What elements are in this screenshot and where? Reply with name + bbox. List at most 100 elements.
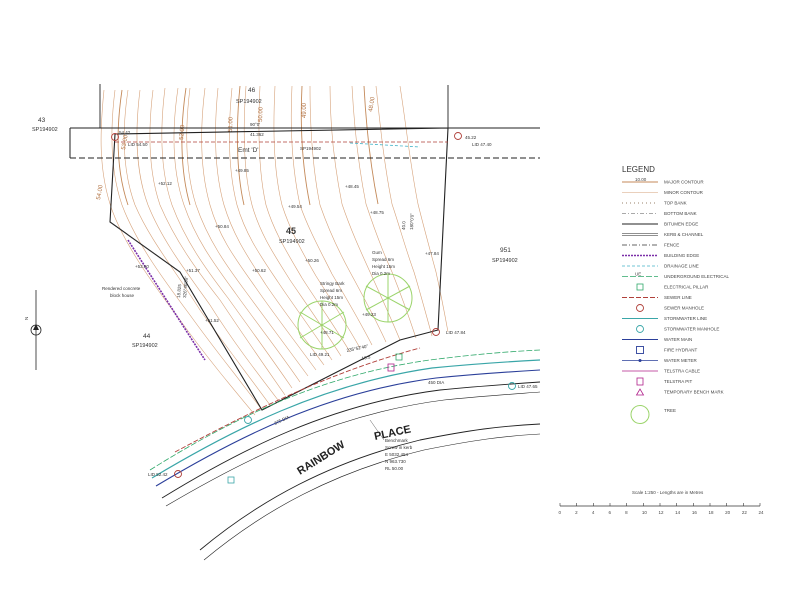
svg-text:Height 15m: Height 15m [320, 295, 343, 300]
lot-plan: SP194902 [492, 258, 518, 264]
legend-label: TELSTRA CABLE [664, 369, 700, 374]
lot-plan: SP194902 [279, 239, 305, 245]
front-distance: 10.5 [361, 354, 371, 361]
svg-text:Dia 0.2m: Dia 0.2m [320, 302, 338, 307]
legend-symbol [635, 388, 645, 396]
scale-tick-label: 12 [659, 510, 665, 515]
legend-label: SEWER MANHOLE [664, 306, 704, 311]
legend-sample-text: 10.00 [635, 177, 647, 182]
legend-item: STORMWATER LINE [622, 316, 707, 321]
legend-label: SEWER LINE [664, 295, 692, 300]
scale-tick-label: 6 [609, 510, 612, 515]
legend-label: ELECTRICAL PILLAR [664, 285, 709, 290]
bearings: 90°0' 41.362 180°0'0" 40.0 326°40'30" 18… [176, 122, 415, 361]
legend-label: BITUMEN EDGE [664, 222, 698, 227]
scale-caption: Scale 1:250 - Lengths are in Metres [632, 490, 704, 495]
legend-item: TEMPORARY BENCH MARK [635, 388, 724, 396]
legend-item: BUILDING EDGE [622, 253, 699, 258]
right-distance: 40.0 [401, 221, 406, 230]
scale-tick-label: 4 [592, 510, 595, 515]
legend-item: ELECTRICAL PILLAR [636, 283, 709, 291]
house-note: Rendered concrete block house [102, 286, 141, 298]
building-edge [127, 239, 206, 361]
level-label: LID 47.65 [518, 384, 538, 389]
major-contours [117, 85, 379, 206]
legend-item: BOTTOM BANK [622, 211, 697, 216]
svg-text:Gum: Gum [372, 250, 382, 255]
sewer-manhole-icon [111, 133, 119, 141]
legend-label: WATER METER [664, 358, 697, 363]
scale-tick-label: 22 [742, 510, 748, 515]
north-arrow-icon: N [24, 290, 42, 370]
top-distance: 41.362 [250, 132, 264, 137]
stormwater-size-label: 375 DIA [273, 415, 290, 426]
level-label: 45.22 [465, 135, 477, 140]
scale-tick-label: 14 [675, 510, 681, 515]
legend-symbol [636, 377, 644, 386]
spot-height: +50.26 [305, 258, 319, 263]
spot-height: +48.45 [345, 184, 359, 189]
spot-height: +51.52 [205, 318, 219, 323]
tree-gum [363, 273, 413, 323]
stormwater-manhole-icon [244, 416, 252, 424]
contour-label: 50.00 [258, 106, 265, 122]
legend-item: KERB & CHANNEL [622, 232, 704, 237]
legend-label: TREE [664, 408, 676, 413]
stormwater-pit-icon [227, 476, 235, 484]
lot-plan: SP194902 [32, 127, 58, 133]
water-main-size-label: 450 DIA [428, 380, 444, 385]
svg-text:Dia 0.2m: Dia 0.2m [372, 271, 390, 276]
legend-label: STORMWATER MANHOLE [664, 327, 719, 332]
lot-boundaries [69, 84, 540, 411]
svg-text:Benchmark: Benchmark [385, 438, 409, 443]
service-pits [111, 132, 516, 484]
legend-item: MINOR CONTOUR [622, 190, 704, 195]
legend-item: TOP BANK [622, 201, 687, 206]
spot-height: +48.75 [370, 210, 384, 215]
scale-tick-label: 0 [559, 510, 562, 515]
spot-height: +47.84 [425, 251, 439, 256]
legend-label: KERB & CHANNEL [664, 232, 704, 237]
legend-symbol [630, 405, 650, 424]
scale-tick-label: 24 [759, 510, 765, 515]
legend-label: UNDERGROUND ELECTRICAL [664, 274, 730, 279]
svg-text:Spread 6m: Spread 6m [320, 288, 342, 293]
legend-item: STORMWATER MANHOLE [636, 325, 719, 333]
legend-item: SEWER LINE [622, 295, 692, 300]
drainage-line [349, 142, 421, 148]
left-distance: 18.825 [176, 283, 182, 298]
fence-line [109, 221, 181, 273]
scale-tick-label: 2 [575, 510, 578, 515]
level-label: LID 54.50 [128, 142, 148, 147]
legend-symbol [636, 346, 644, 354]
legend-item: TELSTRA CABLE [622, 369, 700, 374]
lot-number: 951 [500, 247, 511, 254]
legend-label: BUILDING EDGE [664, 253, 699, 258]
legend-label: WATER MAIN [664, 337, 692, 342]
spot-height: +53.50 [135, 264, 149, 269]
legend-item: TELSTRA PIT [636, 377, 693, 386]
lot-number: 43 [38, 117, 46, 124]
sewer-manhole-icon [454, 132, 462, 140]
spot-height: +50.62 [252, 268, 266, 273]
spot-heights: +50.84 +49.54 +48.71 +49.23 +50.62 +51.5… [135, 168, 439, 335]
spot-height: +50.84 [215, 224, 229, 229]
spot-height: +48.71 [320, 330, 334, 335]
legend-label: TOP BANK [664, 201, 687, 206]
level-label: LID 47.40 [472, 142, 492, 147]
lot-number: 45 [286, 226, 296, 236]
svg-text:Spread 6m: Spread 6m [372, 257, 394, 262]
level-label: LID 49.21 [310, 352, 330, 357]
svg-text:Stringy Bark: Stringy Bark [320, 281, 345, 286]
legend-item: WATER METER [622, 358, 697, 363]
telstra-pit-icon [387, 363, 395, 372]
level-label: LID 47.84 [446, 330, 466, 335]
legend-label: BOTTOM BANK [664, 211, 697, 216]
spot-height: +52.12 [158, 181, 172, 186]
legend-symbol [636, 325, 644, 333]
front-bearing: 235°52'40" [346, 343, 369, 353]
scale-tick-label: 20 [725, 510, 731, 515]
